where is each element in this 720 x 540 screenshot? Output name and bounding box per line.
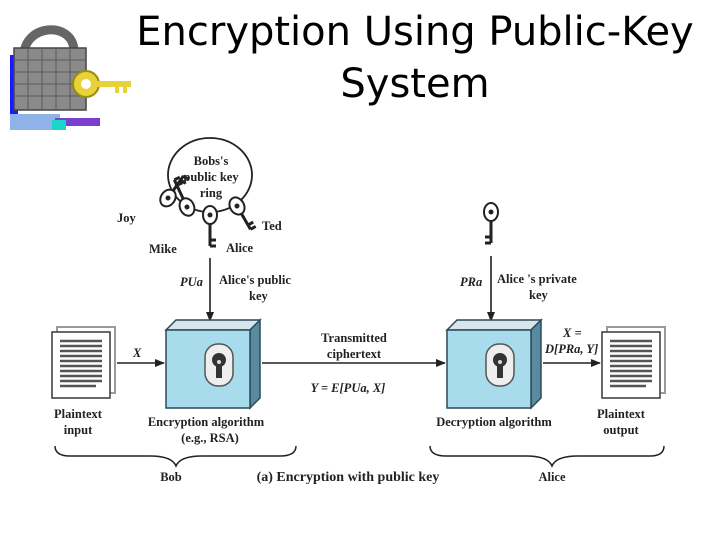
private-key-symbol: PRa	[460, 275, 482, 289]
private-key-label-line-1: Alice 's private	[497, 272, 577, 286]
plaintext-output-label-line-1: Plaintext	[597, 407, 646, 421]
key-icon	[172, 175, 196, 217]
padlock-icon	[10, 25, 131, 130]
keyhole-lock-icon	[204, 343, 234, 387]
key-owner-alice: Alice	[226, 241, 254, 255]
diagram-caption: (a) Encryption with public key	[257, 470, 440, 485]
plaintext-output-document	[601, 326, 666, 399]
encryption-label-line-1: Encryption algorithm	[148, 415, 265, 429]
ciphertext-formula: Y = E[PUa, X]	[311, 381, 386, 395]
decryption-label: Decryption algorithm	[436, 415, 552, 429]
key-ring-label-line-3: ring	[200, 186, 223, 200]
key-owner-mike: Mike	[149, 242, 177, 256]
public-key-label-line-1: Alice's public	[219, 273, 291, 287]
bob-brace	[54, 445, 297, 469]
slide-title: Encryption Using Public-Key System	[110, 6, 720, 110]
key-icon	[202, 205, 218, 248]
public-key-label-line-2: key	[249, 289, 269, 303]
key-owner-joy: Joy	[117, 211, 137, 225]
plaintext-input-document	[51, 326, 116, 399]
key-icon	[159, 174, 190, 208]
transmitted-label-line-1: Transmitted	[321, 331, 387, 345]
key-ring-label-line-1: Bobs's	[194, 154, 229, 168]
transmitted-label-line-2: ciphertext	[327, 347, 382, 361]
plaintext-input-label-line-1: Plaintext	[54, 407, 103, 421]
key-ring-label-line-2: public key	[183, 170, 239, 184]
plaintext-symbol-x: X	[132, 346, 142, 360]
keyhole-lock-icon	[485, 343, 515, 387]
output-formula-line-2: D[PRa, Y]	[544, 342, 598, 356]
private-key-icon	[483, 202, 499, 245]
key-icon	[228, 196, 257, 231]
slide-title-line-2: System	[340, 61, 490, 107]
plaintext-output-label-line-2: output	[603, 423, 639, 437]
slide-title-line-1: Encryption Using Public-Key	[136, 9, 694, 55]
key-owner-ted: Ted	[262, 219, 282, 233]
public-key-symbol: PUa	[180, 275, 203, 289]
encryption-label-line-2: (e.g., RSA)	[181, 431, 239, 445]
alice-brace	[429, 445, 665, 469]
output-formula-line-1: X =	[562, 326, 582, 340]
plaintext-input-label-line-2: input	[64, 423, 93, 437]
alice-label: Alice	[538, 470, 566, 484]
bob-label: Bob	[160, 470, 182, 484]
private-key-label-line-2: key	[529, 288, 549, 302]
